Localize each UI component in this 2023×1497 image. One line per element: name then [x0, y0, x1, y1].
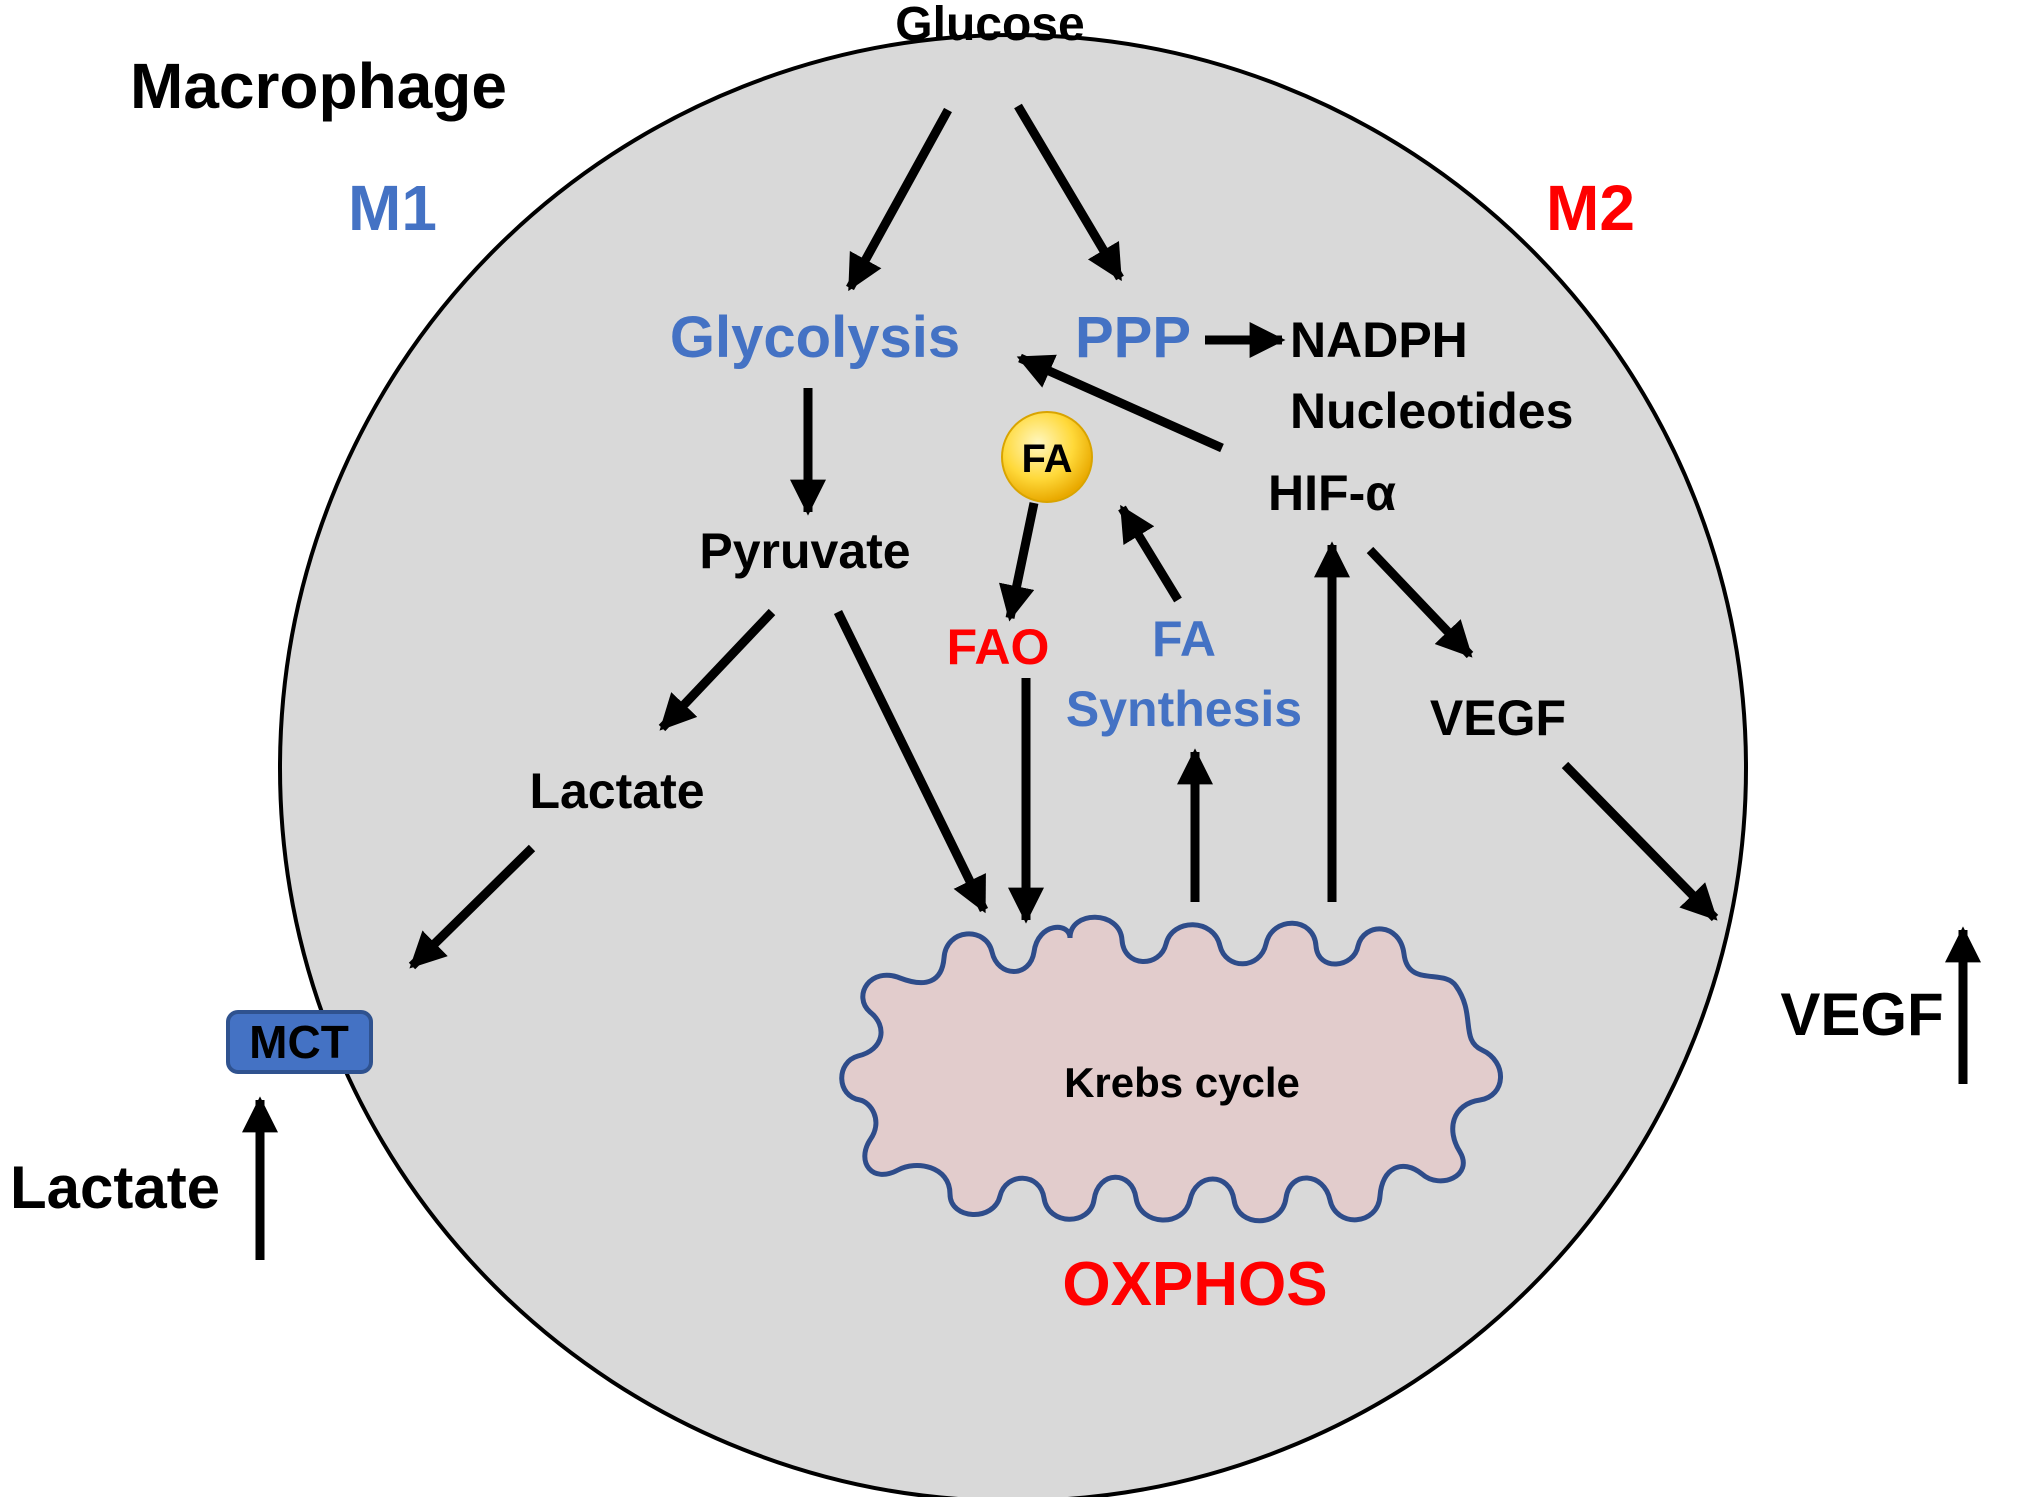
arrow-hif-to-vegf	[1366, 546, 1474, 659]
macrophage-cell	[278, 33, 1748, 1497]
arrow-lactate-to-mct	[408, 844, 536, 970]
fa-ball-icon	[1001, 411, 1093, 503]
arrow-pyruvate-to-mitochondrion	[833, 610, 989, 914]
krebs-cycle-label: Krebs cycle	[1064, 1059, 1300, 1106]
pyruvate-label: Pyruvate	[699, 523, 910, 579]
oxphos-label: OXPHOS	[1062, 1250, 1327, 1319]
fao-label: FAO	[947, 619, 1050, 675]
arrow-vegf-to-outside	[1561, 761, 1719, 922]
nadph-label: NADPH	[1290, 312, 1468, 368]
mitochondrion-shape	[839, 914, 1503, 1224]
mct-label: MCT	[249, 1016, 349, 1068]
arrow-hif-to-glycolysis	[1016, 353, 1224, 453]
glycolysis-label: Glycolysis	[670, 305, 960, 370]
mitochondrion: Krebs cycle	[839, 914, 1503, 1224]
m1-label: M1	[348, 172, 437, 244]
vegf-inside-label: VEGF	[1430, 690, 1566, 746]
arrow-fasynthesis-to-fa	[1118, 504, 1182, 603]
mct-box	[226, 1010, 373, 1074]
m2-label: M2	[1546, 172, 1635, 244]
vegf-outside-label: VEGF	[1780, 981, 1943, 1048]
arrow-glucose-to-glycolysis	[846, 107, 952, 292]
arrow-fa-to-fao	[998, 502, 1039, 622]
macrophage-title: Macrophage	[130, 50, 507, 122]
lactate-inside-label: Lactate	[529, 763, 704, 819]
ppp-label: PPP	[1075, 305, 1191, 370]
mct-transporter: MCT	[226, 1010, 373, 1074]
glucose-label: Glucose	[895, 0, 1084, 51]
lactate-outside-label: Lactate	[10, 1154, 220, 1221]
fa-synthesis-label-line2: Synthesis	[1066, 681, 1302, 737]
hif-label: HIF-α	[1268, 465, 1396, 521]
fa-ball-label: FA	[1021, 437, 1072, 481]
fa-synthesis-label-line1: FA	[1152, 611, 1216, 667]
arrow-pyruvate-to-lactate	[658, 608, 776, 732]
nucleotides-label: Nucleotides	[1290, 383, 1573, 439]
arrow-glucose-to-ppp	[1014, 103, 1124, 282]
fa-molecule: FA	[1001, 411, 1093, 503]
